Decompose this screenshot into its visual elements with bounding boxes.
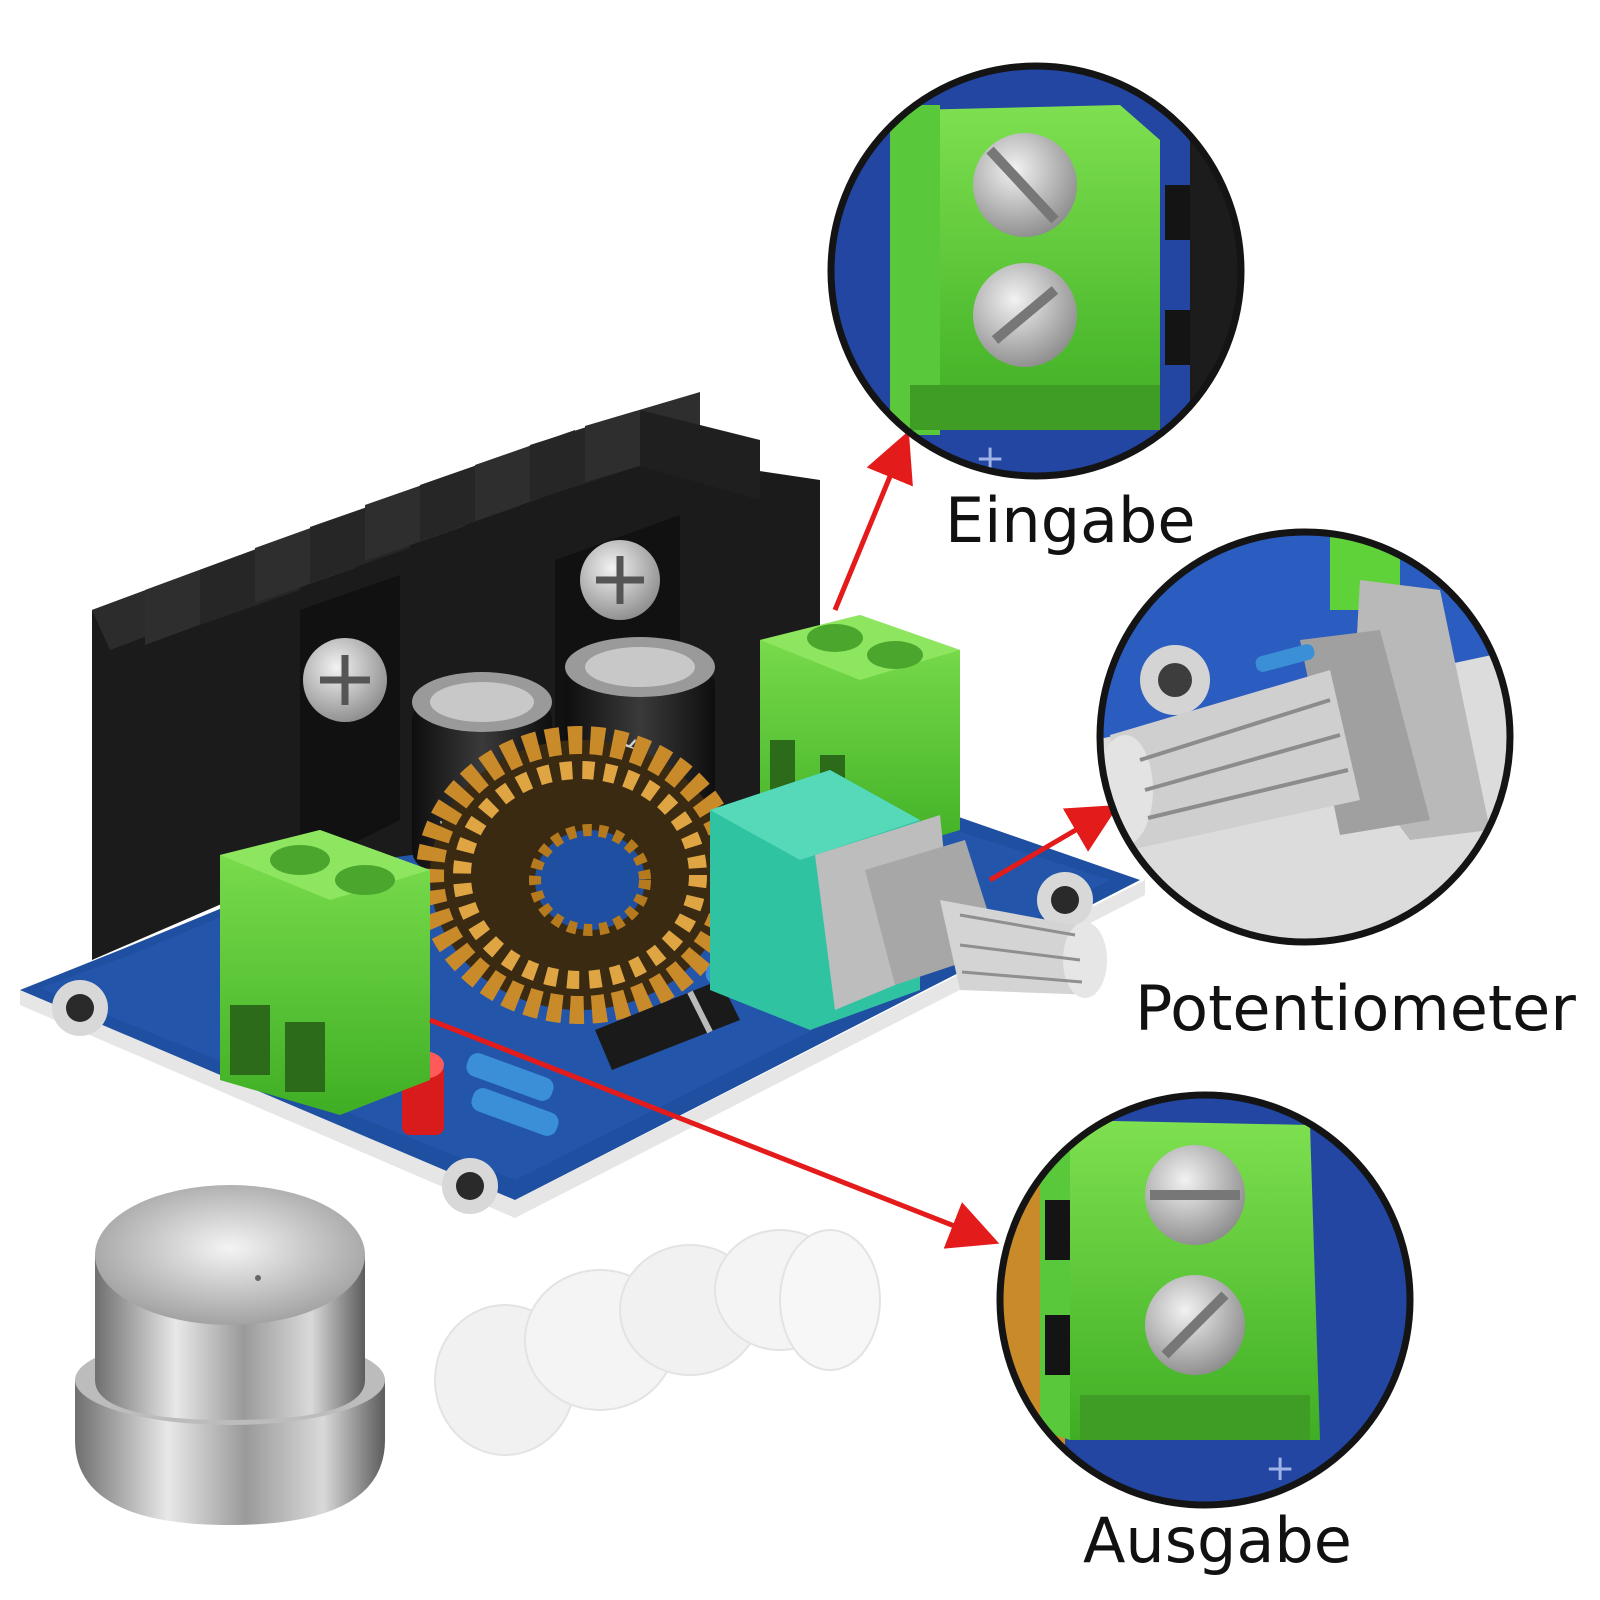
arrow-to-input-callout [832, 430, 913, 611]
mounting-hole [1037, 872, 1093, 928]
heatsink-screw [580, 540, 660, 620]
resistor [466, 1053, 554, 1101]
resistor [471, 1088, 559, 1136]
arrow-to-output-callout [429, 1017, 1000, 1249]
arrow-to-potentiometer-callout [988, 804, 1119, 883]
potentiometer-label: Potentiometer [1135, 972, 1576, 1045]
output-terminal-block [220, 830, 430, 1115]
diode [595, 980, 740, 1070]
output-terminal-callout: + [996, 1091, 1414, 1509]
svg-text:+: + [1265, 1448, 1295, 1489]
plastic-spacers [434, 1229, 881, 1456]
mounting-hole [52, 980, 108, 1036]
aluminum-knob [75, 1185, 385, 1525]
potentiometer [710, 770, 1107, 1030]
input-terminal-callout: + [827, 62, 1245, 480]
buck-converter-board: xduo xduo [20, 392, 1145, 1218]
heatsink-screw [303, 638, 387, 722]
toroid-inductor [416, 726, 744, 1024]
input-label: Eingabe [945, 484, 1196, 557]
mounting-hole [442, 1158, 498, 1214]
potentiometer-callout [1096, 528, 1514, 946]
output-label: Ausgabe [1083, 1504, 1352, 1577]
